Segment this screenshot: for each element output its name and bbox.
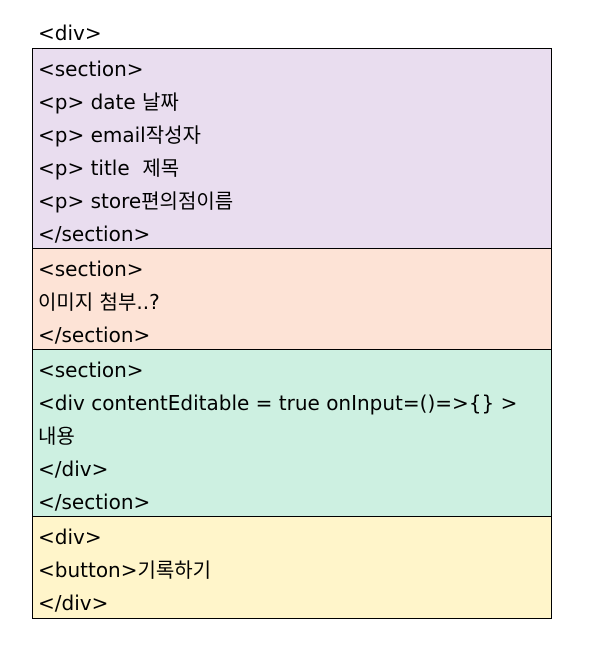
header-info-section: <section> <p> date 날짜 <p> email작성자 <p> t… (33, 49, 551, 249)
submit-button-section: <div> <button>기록하기 </div> (33, 517, 551, 618)
date-field-line: <p> date 날짜 (38, 90, 179, 114)
section-open-tag: <section> (38, 358, 144, 382)
store-field-line: <p> store편의점이름 (38, 189, 234, 213)
section-close-tag: </section> (38, 222, 151, 246)
div-close-tag: </div> (38, 457, 109, 481)
div-close-tag: </div> (38, 591, 109, 615)
title-field-line: <p> title 제목 (38, 156, 180, 180)
section-open-tag: <section> (38, 57, 144, 81)
editable-div-open-line: <div contentEditable = true onInput=()=>… (38, 391, 518, 415)
section-close-tag: </section> (38, 490, 151, 514)
div-open-tag: <div> (38, 525, 102, 549)
outer-div-open-tag: <div> (38, 21, 102, 45)
section-open-tag: <section> (38, 257, 144, 281)
image-attach-section: <section> 이미지 첨부..? </section> (33, 249, 551, 350)
record-button-line: <button>기록하기 (38, 558, 212, 582)
email-field-line: <p> email작성자 (38, 123, 201, 147)
image-attach-line: 이미지 첨부..? (38, 290, 160, 314)
content-editor-section: <section> <div contentEditable = true on… (33, 350, 551, 517)
section-close-tag: </section> (38, 323, 151, 347)
component-structure-diagram: <section> <p> date 날짜 <p> email작성자 <p> t… (32, 48, 552, 619)
content-line: 내용 (38, 424, 75, 448)
